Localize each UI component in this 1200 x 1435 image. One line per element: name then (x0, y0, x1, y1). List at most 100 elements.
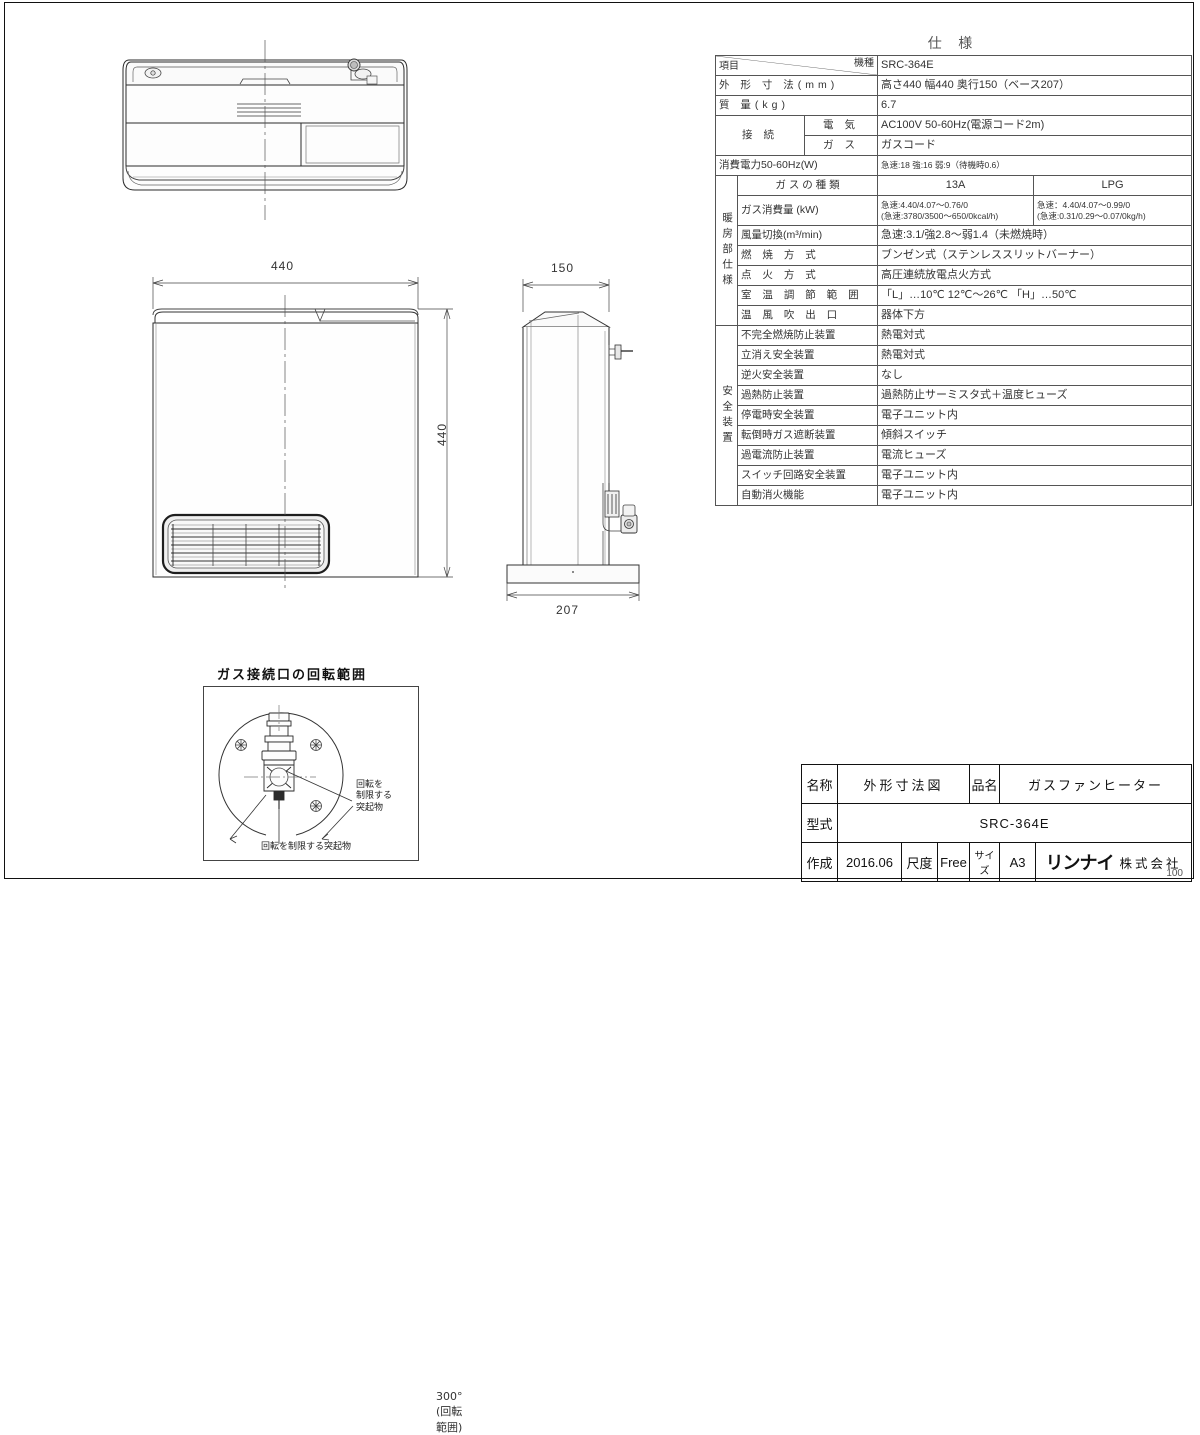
spec-value-gas-lpg: LPG (1033, 175, 1193, 196)
titleblock-size-value: A3 (999, 842, 1037, 882)
titleblock-name-label: 名称 (801, 764, 838, 804)
drawing-sheet: 440 440 (4, 2, 1194, 1434)
spec-value-outlet: 器体下方 (877, 305, 1193, 326)
gas-consumption-13a-line1: 急速:4.40/4.07～0.76/0 (881, 199, 968, 210)
spec-value-power-failure: 電子ユニット内 (877, 405, 1193, 426)
spec-value-connection-electric: AC100V 50-60Hz(電源コード2m) (877, 115, 1193, 136)
spec-label-flame-failure: 立消え安全装置 (736, 345, 879, 366)
table-row: 型式 SRC-364E (801, 803, 1193, 843)
spec-value-auto-shutoff: 電子ユニット内 (877, 485, 1193, 506)
rotation-diagram-title: ガス接続口の回転範囲 (217, 668, 368, 683)
table-row: 名称 外形寸法図 品名 ガスファンヒーター (801, 764, 1193, 804)
spec-label-temp-range: 室 温 調 節 範 囲 (736, 285, 879, 306)
rotation-caption-bottom: 回転を制限する突起物 (261, 842, 352, 852)
rotation-caption-right-line1: 回転を (356, 780, 384, 790)
spec-group-heating: 暖房部仕様 (715, 175, 738, 326)
spec-value-gas-consumption-13a: 急速:4.40/4.07～0.76/0 (急速:3780/3500～650/0k… (877, 195, 1035, 226)
table-row: 立消え安全装置 熱電対式 (716, 345, 1193, 366)
titleblock-company: リンナイ 株式会社 (1035, 842, 1193, 882)
title-block-table: 名称 外形寸法図 品名 ガスファンヒーター 型式 SRC-364E 作成 201… (801, 764, 1193, 882)
rotation-caption-right: 回転を 制限する 突起物 (356, 780, 392, 814)
table-row: 過熱防止装置 過熱防止サーミスタ式＋温度ヒューズ (716, 385, 1193, 406)
spec-value-airflow: 急速:3.1/強2.8～弱1.4（未燃焼時） (877, 225, 1193, 246)
titleblock-scale-label: 尺度 (901, 842, 938, 882)
spec-model-value: SRC-364E (877, 55, 1193, 76)
rotation-diagram-box: 300°(回転範囲) (203, 686, 463, 1434)
spec-value-connection-gas: ガスコード (877, 135, 1193, 156)
spec-label-connection: 接 続 (715, 115, 805, 156)
table-row: ガス消費量 (kW) 急速:4.40/4.07～0.76/0 (急速:3780/… (716, 195, 1193, 226)
page-number: 100 (1166, 868, 1183, 879)
titleblock-product-value: ガスファンヒーター (999, 764, 1193, 804)
side-view-drawing: 150 207 (493, 261, 673, 617)
titleblock-product-label: 品名 (969, 764, 1001, 804)
rotation-degree-label: 300°(回転範囲) (436, 1390, 463, 1434)
table-row: スイッチ回路安全装置 電子ユニット内 (716, 465, 1193, 486)
spec-label-switch-circuit: スイッチ回路安全装置 (736, 465, 879, 486)
table-row: 逆火安全装置 なし (716, 365, 1193, 386)
spec-label-ignition: 点 火 方 式 (736, 265, 879, 286)
titleblock-name-value: 外形寸法図 (836, 764, 971, 804)
gas-consumption-13a-line2: (急速:3780/3500～650/0kcal/h) (881, 210, 999, 221)
table-row: 室 温 調 節 範 囲 「L」…10℃ 12℃～26℃ 「H」…50℃ (716, 285, 1193, 306)
titleblock-created-label: 作成 (801, 842, 838, 882)
gas-consumption-lpg-line2: (急速:0.31/0.29～0.07/0kg/h) (1037, 210, 1146, 221)
titleblock-model-value: SRC-364E (836, 803, 1193, 843)
spec-label-connection-gas: ガ ス (803, 135, 879, 156)
spec-value-gas-consumption-lpg: 急速：4.40/4.07～0.99/0 (急速:0.31/0.29～0.07/0… (1033, 195, 1193, 226)
table-row: 消費電力50-60Hz(W) 急速:18 強:16 弱:9（待機時0.6） (714, 155, 1193, 176)
table-row: 停電時安全装置 電子ユニット内 (716, 405, 1193, 426)
table-row: 質 量(kg) 6.7 (714, 95, 1193, 116)
spec-value-ignition: 高圧連続放電点火方式 (877, 265, 1193, 286)
spec-value-dimensions: 高さ440 幅440 奥行150（ベース207） (877, 75, 1193, 96)
table-row: 安全装置 不完全燃焼防止装置 熱電対式 (715, 325, 1193, 506)
table-row: 作成 2016.06 尺度 Free サイズ A3 リンナイ 株式会社 (801, 842, 1193, 882)
table-row: 転倒時ガス遮断装置 傾斜スイッチ (716, 425, 1193, 446)
titleblock-scale-value: Free (936, 842, 971, 882)
spec-label-auto-shutoff: 自動消火機能 (736, 485, 879, 506)
table-row: 暖房部仕様 ガ ス の 種 類 13A LPG (715, 175, 1193, 326)
table-row: 過電流防止装置 電流ヒューズ (716, 445, 1193, 466)
spec-label-connection-electric: 電 気 (803, 115, 879, 136)
spec-table: 機種 項目 SRC-364E 外 形 寸 法(mm) 高さ440 幅440 奥行… (714, 55, 1193, 506)
front-width-dimension: 440 (271, 259, 295, 273)
titleblock-size-label: サイズ (969, 842, 1001, 882)
spec-value-overcurrent: 電流ヒューズ (877, 445, 1193, 466)
table-row: 機種 項目 SRC-364E (714, 55, 1193, 76)
spec-corner-cell: 機種 項目 (714, 55, 879, 76)
spec-value-overheat: 過熱防止サーミスタ式＋温度ヒューズ (877, 385, 1193, 406)
spec-table-wrapper: 機種 項目 SRC-364E 外 形 寸 法(mm) 高さ440 幅440 奥行… (714, 55, 1193, 506)
top-view-drawing (115, 38, 415, 223)
spec-label-overcurrent: 過電流防止装置 (736, 445, 879, 466)
spec-label-flashback: 逆火安全装置 (736, 365, 879, 386)
spec-label-gas-type: ガ ス の 種 類 (736, 175, 879, 196)
spec-value-weight: 6.7 (877, 95, 1193, 116)
spec-label-power: 消費電力50-60Hz(W) (714, 155, 879, 176)
front-view-drawing: 440 440 (115, 259, 465, 595)
base-depth-dimension: 207 (556, 603, 580, 617)
spec-value-switch-circuit: 電子ユニット内 (877, 465, 1193, 486)
rinnai-logo: リンナイ (1045, 853, 1115, 874)
table-row: 温 風 吹 出 口 器体下方 (716, 305, 1193, 326)
spec-label-power-failure: 停電時安全装置 (736, 405, 879, 426)
spec-column-header: 機種 (854, 58, 875, 69)
rotation-caption-right-line2: 制限する (356, 791, 393, 802)
front-height-dimension: 440 (435, 423, 449, 447)
spec-label-overheat: 過熱防止装置 (736, 385, 879, 406)
table-row: 接 続 電 気 AC100V 50-60Hz(電源コード2m) (715, 115, 1193, 156)
titleblock-model-label: 型式 (801, 803, 838, 843)
company-suffix: 株式会社 (1119, 855, 1182, 871)
spec-label-combustion: 燃 焼 方 式 (736, 245, 879, 266)
spec-value-combustion: ブンゼン式（ステンレススリットバーナー） (877, 245, 1193, 266)
gas-consumption-lpg-line1: 急速：4.40/4.07～0.99/0 (1037, 199, 1131, 210)
spec-value-tipover: 傾斜スイッチ (877, 425, 1193, 446)
spec-row-header: 項目 (719, 60, 739, 72)
spec-value-flame-failure: 熱電対式 (877, 345, 1193, 366)
spec-label-incomplete-combustion: 不完全燃焼防止装置 (736, 325, 879, 346)
rotation-diagram-svg (218, 705, 354, 844)
spec-value-incomplete-combustion: 熱電対式 (877, 325, 1193, 346)
spec-table-title: 仕 様 (927, 36, 979, 52)
spec-value-power: 急速:18 強:16 弱:9（待機時0.6） (877, 155, 1193, 176)
table-row: 外 形 寸 法(mm) 高さ440 幅440 奥行150（ベース207） (714, 75, 1193, 96)
spec-group-safety: 安全装置 (715, 325, 738, 506)
